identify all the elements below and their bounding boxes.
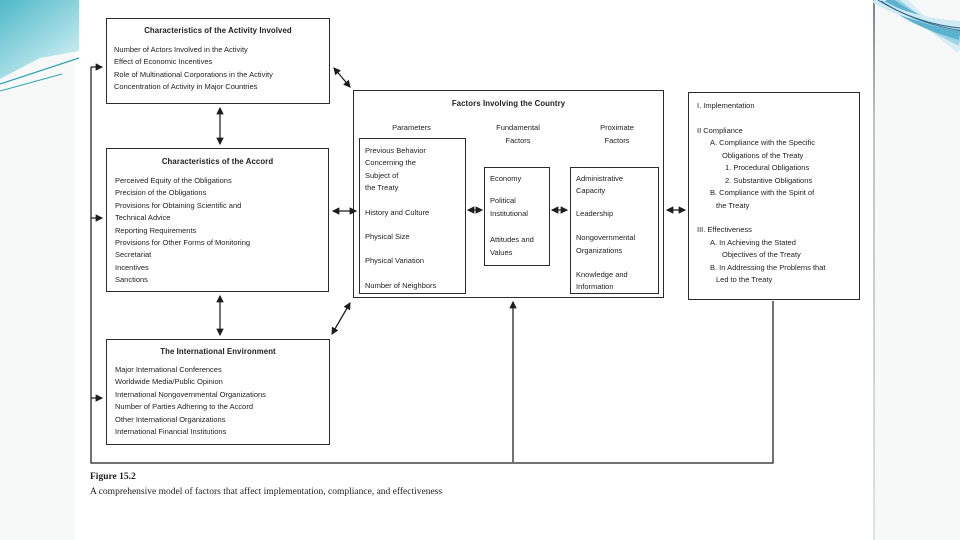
outcomes-line: 2. Substantive Obligations — [725, 175, 813, 185]
proximate-item: Organizations — [576, 245, 623, 255]
outcomes-line: B. In Addressing the Problems that — [710, 262, 826, 272]
accord-item: Sanctions — [115, 275, 148, 285]
outcomes-line: Led to the Treaty — [716, 275, 773, 284]
country-box: Factors Involving the Country Parameters… — [353, 90, 664, 298]
outcomes-line: III. Effectiveness — [697, 225, 752, 234]
fundamental-item: Political — [490, 196, 516, 206]
proximate-factors-box: Administrative Capacity Leadership Nongo… — [570, 167, 659, 294]
activity-box: Characteristics of the Activity Involved… — [106, 18, 330, 104]
fundamental-factors-column-header: Fundamental Factors — [496, 123, 540, 145]
environment-box: The International Environment Major Inte… — [106, 339, 330, 445]
proximate-item: Administrative — [576, 174, 624, 183]
parameters-item: Physical Variation — [365, 256, 425, 266]
outcomes-box: I. Implementation II Compliance A. Compl… — [688, 92, 860, 300]
parameters-item: Physical Size — [365, 232, 410, 242]
proximate-item: Capacity — [576, 186, 606, 196]
parameters-item: Concerning the — [365, 158, 416, 168]
accord-item: Provisions for Obtaining Scientific and — [115, 200, 242, 210]
activity-item: Number of Actors Involved in the Activit… — [114, 45, 248, 54]
outcomes-line: I. Implementation — [697, 101, 755, 110]
outcomes-line: II Compliance — [697, 125, 743, 135]
accord-item: Perceived Equity of the Obligations — [115, 176, 232, 185]
fundamental-factors-box: Economy Political Institutional Attitude… — [484, 167, 550, 266]
accord-item: Provisions for Other Forms of Monitoring — [115, 238, 251, 248]
activity-item: Effect of Economic Incentives — [114, 57, 213, 67]
proximate-item: Information — [576, 282, 614, 292]
fundamental-item: Institutional — [490, 208, 528, 218]
outcomes-line: A. In Achieving the Stated — [710, 237, 796, 247]
accord-box: Characteristics of the Accord Perceived … — [106, 148, 329, 292]
activity-box-title: Characteristics of the Activity Involved — [144, 26, 292, 35]
parameters-box: Previous Behavior Concerning the Subject… — [359, 138, 466, 294]
figure-caption-label: Figure 15.2 — [90, 472, 136, 482]
parameters-column-header: Parameters — [392, 123, 431, 132]
parameters-item: Previous Behavior — [365, 146, 426, 155]
proximate-item: Leadership — [576, 208, 614, 218]
accord-item: Precision of the Obligations — [115, 188, 207, 198]
outcomes-line: B. Compliance with the Spirit of — [710, 188, 815, 197]
proximate-item: Knowledge and — [576, 270, 628, 280]
fundamental-item: Attitudes and — [490, 235, 534, 245]
country-box-title: Factors Involving the Country — [451, 99, 566, 108]
accord-item: Incentives — [115, 262, 149, 272]
outcomes-line: Obligations of the Treaty — [722, 150, 804, 160]
environment-box-title: The International Environment — [160, 347, 276, 356]
outcomes-line: 1. Procedural Obligations — [725, 163, 810, 172]
outcomes-line: A. Compliance with the Specific — [710, 138, 816, 147]
environment-item: International Financial Institutions — [115, 427, 227, 437]
figure-caption-text: A comprehensive model of factors that af… — [90, 487, 443, 497]
accord-item: Secretariat — [115, 250, 152, 260]
scan-page-edge — [873, 0, 875, 540]
accord-item: Technical Advice — [115, 213, 171, 223]
accord-item: Reporting Requirements — [115, 225, 197, 235]
environment-item: Other International Organizations — [115, 414, 226, 424]
outcomes-line: the Treaty — [716, 200, 750, 210]
proximate-item: Nongovernmental — [576, 233, 636, 243]
environment-item: International Nongovernmental Organizati… — [115, 389, 266, 399]
activity-item: Role of Multinational Corporations in th… — [114, 69, 273, 79]
environment-item: Number of Parties Adhering to the Accord — [115, 402, 253, 412]
environment-item: Worldwide Media/Public Opinion — [115, 377, 223, 387]
proximate-factors-column-header: Proximate Factors — [600, 123, 634, 145]
parameters-item: History and Culture — [365, 207, 430, 217]
parameters-item: Subject of — [365, 170, 399, 180]
environment-item: Major International Conferences — [115, 365, 222, 374]
fundamental-item: Values — [490, 247, 513, 257]
accord-box-title: Characteristics of the Accord — [161, 157, 274, 166]
outcomes-line: Objectives of the Treaty — [722, 250, 801, 259]
fundamental-item: Economy — [490, 174, 522, 183]
parameters-item: Number of Neighbors — [365, 280, 437, 290]
activity-item: Concentration of Activity in Major Count… — [114, 82, 258, 92]
parameters-item: the Treaty — [365, 183, 399, 193]
